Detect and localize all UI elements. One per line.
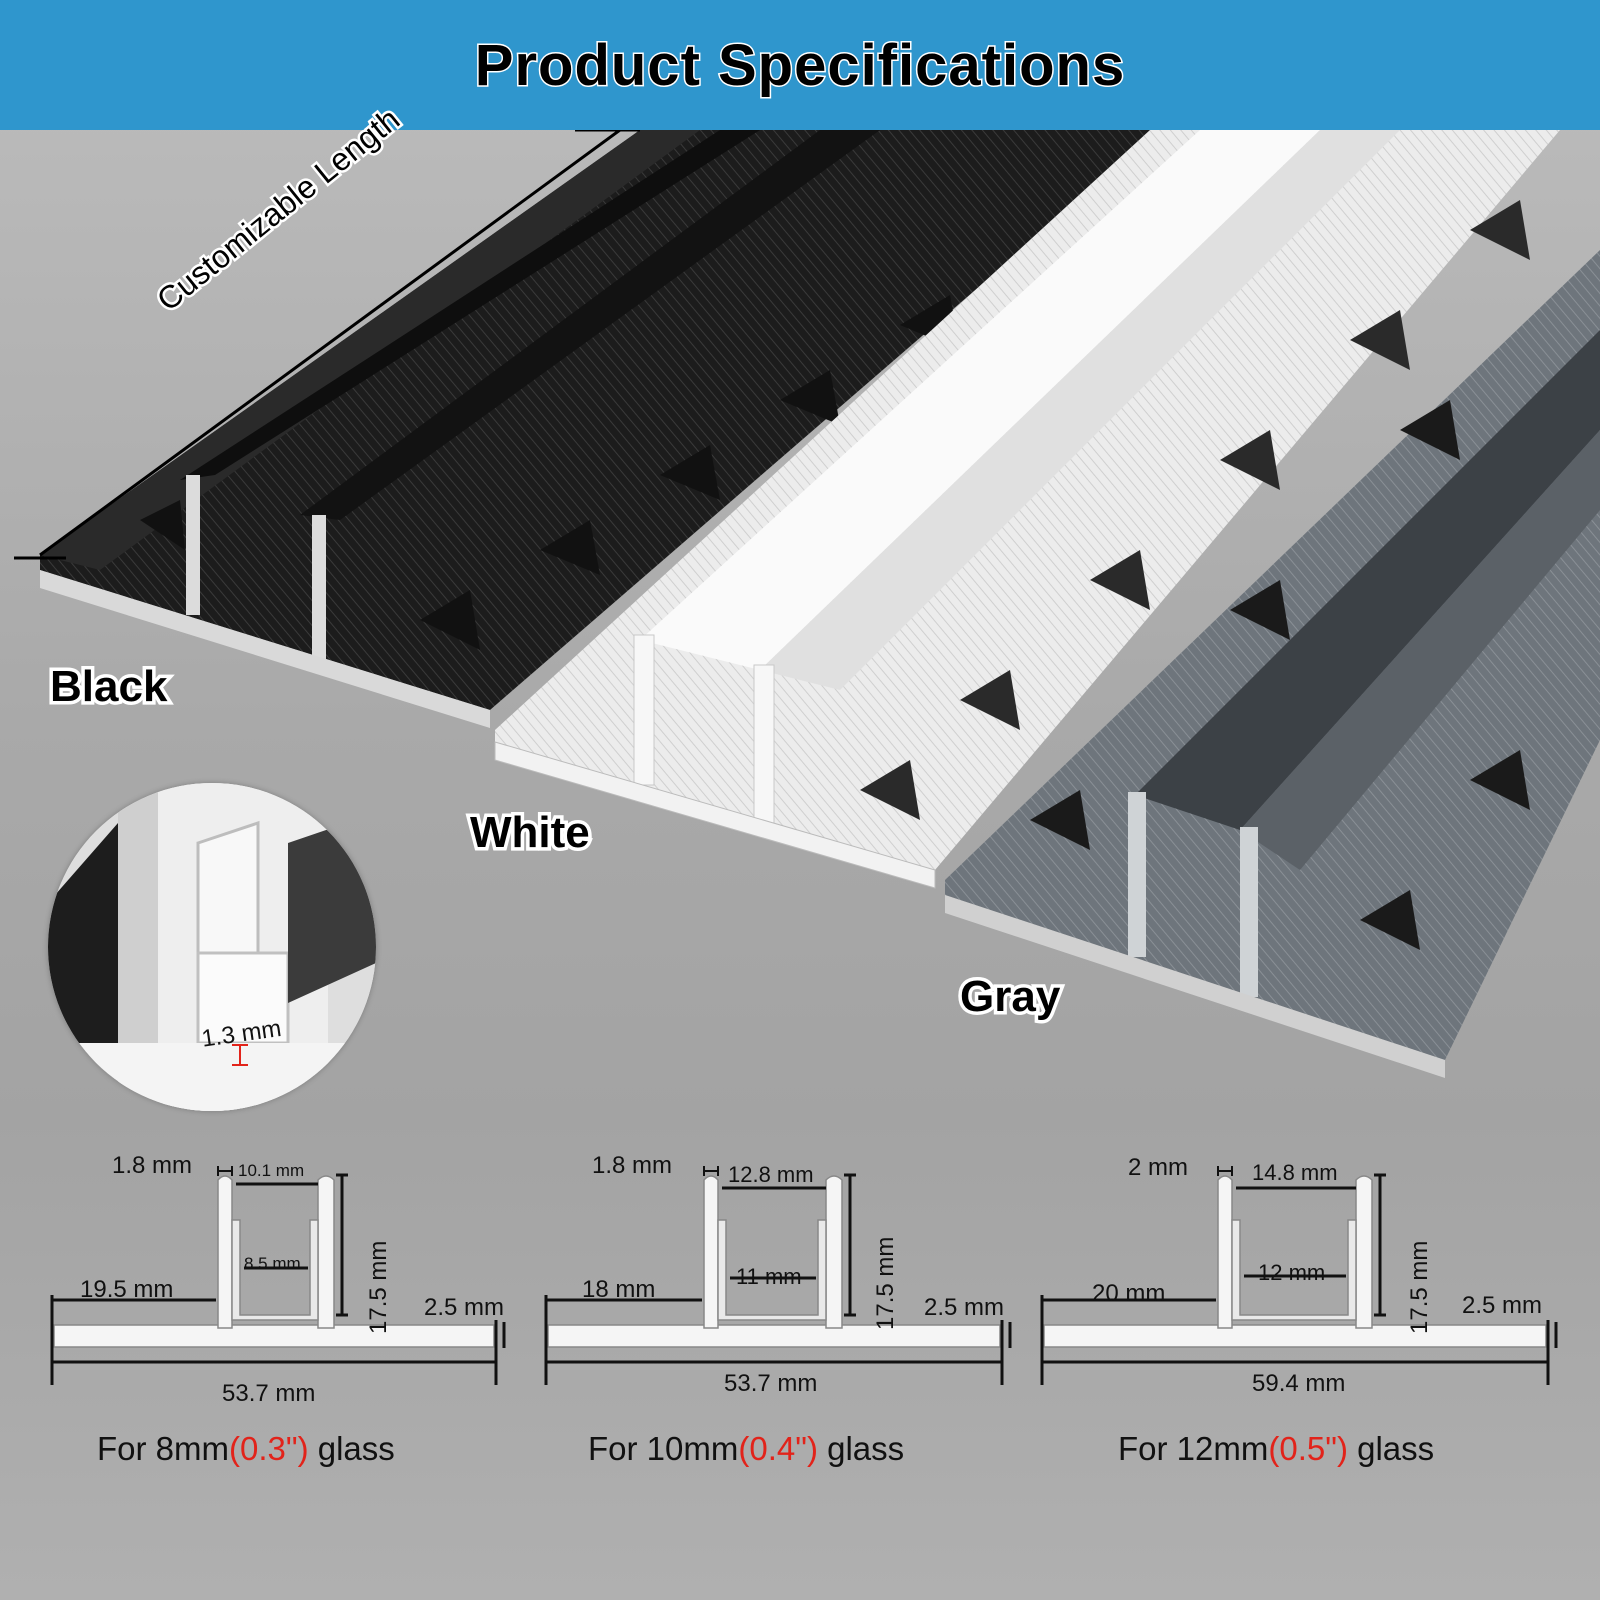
d2-inner-width: 11 mm	[736, 1264, 802, 1289]
d1-caption-prefix: For 8mm	[97, 1430, 229, 1467]
d2-top-gap: 12.8 mm	[728, 1162, 814, 1187]
d3-caption: For 12mm(0.5") glass	[1118, 1430, 1434, 1468]
d1-caption: For 8mm(0.3") glass	[97, 1430, 395, 1468]
cross-section-1	[50, 1166, 506, 1385]
length-dimension-line	[14, 130, 640, 560]
d3-base-thickness: 2.5 mm	[1462, 1292, 1543, 1319]
d2-flange-width: 18 mm	[582, 1276, 656, 1303]
d2-caption-suffix: glass	[817, 1430, 905, 1467]
d2-total-width: 53.7 mm	[724, 1370, 818, 1397]
d3-height: 17.5 mm	[1406, 1240, 1433, 1334]
gray-profile	[945, 250, 1600, 1078]
d3-caption-inch: (0.5")	[1268, 1430, 1348, 1467]
d2-height: 17.5 mm	[872, 1236, 899, 1330]
color-label-gray: Gray	[956, 969, 1063, 1025]
d1-caption-suffix: glass	[308, 1430, 395, 1467]
d3-caption-suffix: glass	[1347, 1430, 1435, 1467]
d1-inner-width: 8.5 mm	[244, 1254, 301, 1273]
title-banner: Product Specifications	[0, 0, 1600, 130]
d2-caption-prefix: For 10mm	[588, 1430, 739, 1467]
cross-section-2	[544, 1166, 1012, 1385]
color-label-white: White	[467, 805, 594, 861]
product-scene	[14, 130, 1600, 1078]
d1-top-gap: 10.1 mm	[238, 1161, 305, 1180]
page-title: Product Specifications	[473, 31, 1126, 99]
closeup-illustration	[48, 783, 376, 1111]
black-profile	[40, 130, 1160, 728]
d3-total-width: 59.4 mm	[1252, 1370, 1346, 1397]
d1-height: 17.5 mm	[365, 1240, 392, 1334]
d2-base-thickness: 2.5 mm	[924, 1294, 1005, 1321]
d1-flange-width: 19.5 mm	[80, 1276, 174, 1303]
d1-caption-inch: (0.3")	[229, 1430, 309, 1467]
d1-total-width: 53.7 mm	[222, 1380, 316, 1407]
white-profile	[494, 130, 1560, 889]
d2-caption-inch: (0.4")	[738, 1430, 818, 1467]
d1-base-thickness: 2.5 mm	[424, 1294, 505, 1321]
d3-flange-width: 20 mm	[1092, 1280, 1166, 1307]
d3-caption-prefix: For 12mm	[1118, 1430, 1269, 1467]
closeup-inset	[48, 783, 376, 1111]
d2-caption: For 10mm(0.4") glass	[588, 1430, 904, 1468]
d3-wall-thickness: 2 mm	[1128, 1154, 1188, 1181]
d3-top-gap: 14.8 mm	[1252, 1160, 1338, 1185]
d3-inner-width: 12 mm	[1258, 1260, 1326, 1285]
cross-section-3	[1040, 1166, 1558, 1385]
d2-wall-thickness: 1.8 mm	[592, 1152, 673, 1179]
color-label-black: Black	[46, 659, 170, 715]
d1-wall-thickness: 1.8 mm	[112, 1152, 193, 1179]
